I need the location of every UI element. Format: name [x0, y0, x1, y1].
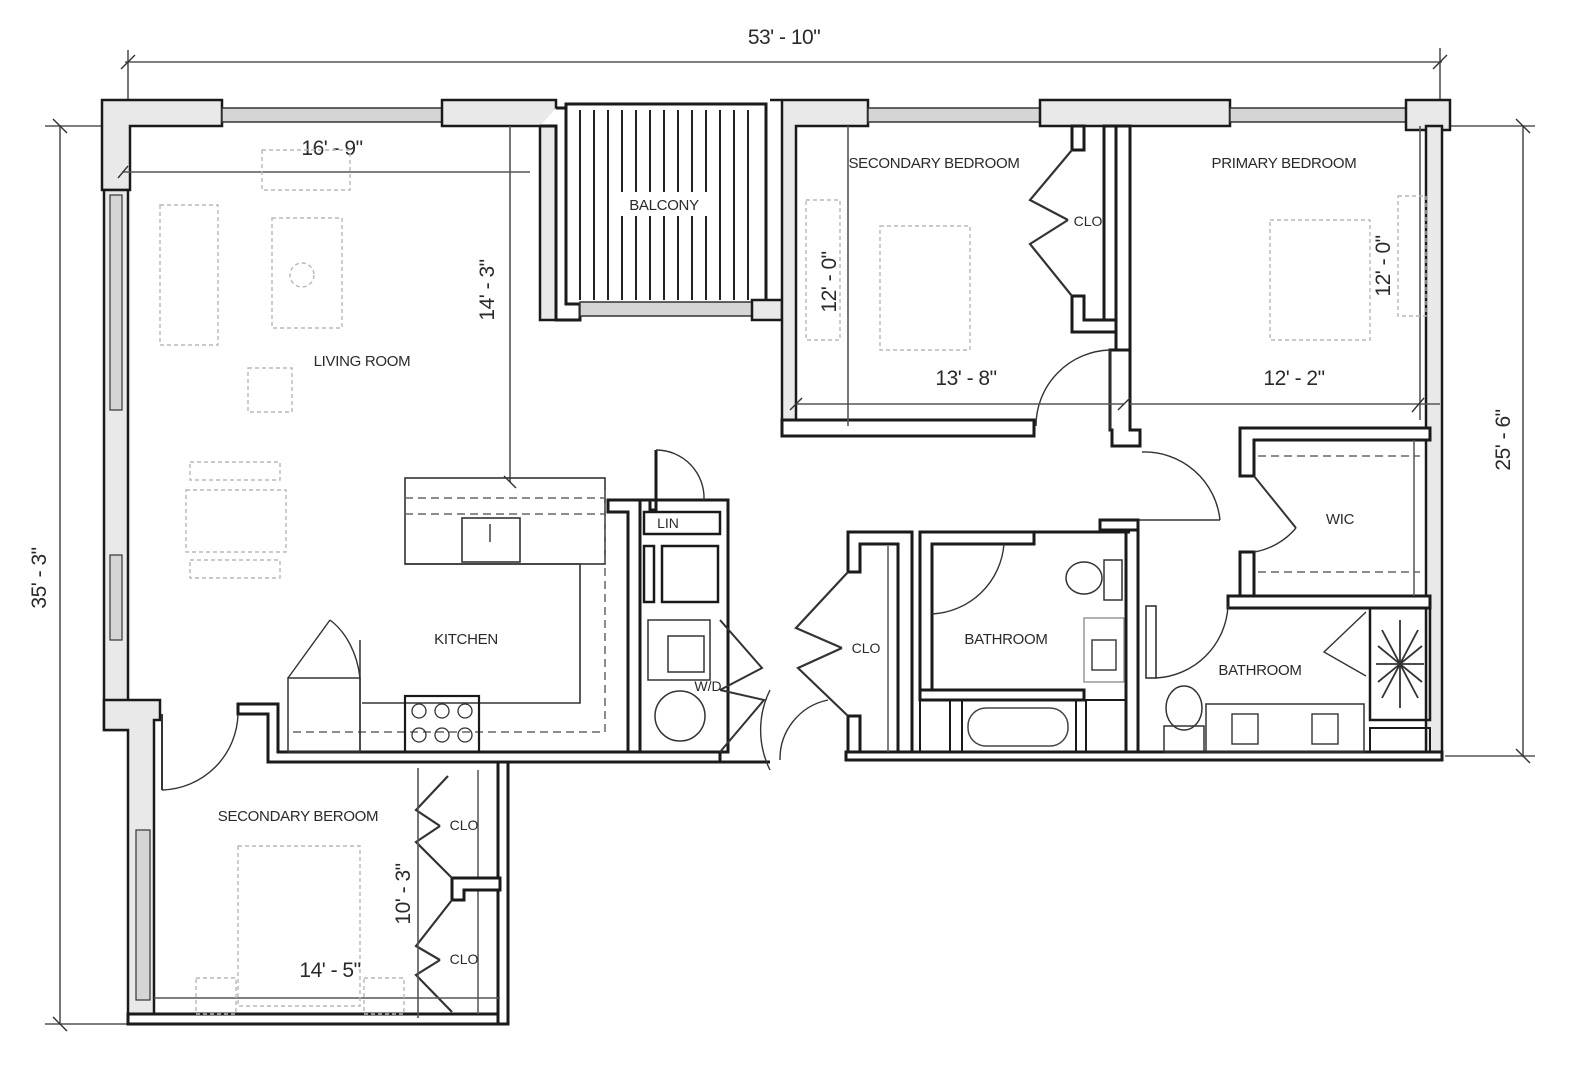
- bathroom-1: [918, 518, 1140, 754]
- overall-depth-left-label: 35' - 3": [28, 547, 51, 608]
- secondary-bedroom-1-walls: [780, 124, 1142, 448]
- walk-in-closet: [1130, 426, 1432, 610]
- primary-bedroom-width: 12' - 2": [1263, 367, 1324, 390]
- room-label-secondary-bedroom-1: SECONDARY BEDROOM: [848, 155, 1019, 172]
- secondary-bedroom-1-width: 13' - 8": [935, 367, 996, 390]
- room-label-secondary-bedroom-2: SECONDARY BEROOM: [218, 808, 379, 825]
- living-room-width: 16' - 9": [301, 137, 362, 160]
- room-label-balcony: BALCONY: [629, 197, 699, 214]
- hall-closet: [779, 530, 914, 761]
- living-room-depth: 14' - 3": [476, 259, 499, 320]
- secondary-bedroom-2-depth: 10' - 3": [392, 863, 415, 924]
- room-label-hall-closet: CLO: [852, 640, 881, 656]
- overall-width-label: 53' - 10": [748, 26, 820, 49]
- primary-bedroom-depth: 12' - 0": [1372, 235, 1395, 296]
- room-label-kitchen: KITCHEN: [434, 631, 498, 648]
- kitchen-fixtures: [287, 477, 606, 754]
- room-label-living-room: LIVING ROOM: [314, 353, 411, 370]
- living-room-dimension-lines: [117, 126, 530, 489]
- room-label-primary-bedroom: PRIMARY BEDROOM: [1212, 155, 1357, 172]
- secondary-bedroom-2: [154, 768, 502, 1018]
- secondary-bedroom-1-depth: 12' - 0": [818, 251, 841, 312]
- overall-depth-right-label: 25' - 6": [1492, 409, 1515, 470]
- overall-dimension-lines: [45, 48, 1535, 1032]
- room-label-linen: LIN: [657, 515, 679, 531]
- room-label-wic: WIC: [1326, 511, 1355, 528]
- entry-door-swing: [161, 713, 239, 791]
- room-label-bathroom-2: BATHROOM: [1218, 662, 1301, 679]
- closet-label-bedroom-2-a: CLO: [450, 817, 479, 833]
- primary-bedroom-dims: [1130, 126, 1440, 420]
- secondary-bedroom-2-width: 14' - 5": [299, 959, 360, 982]
- room-label-laundry: W/D: [694, 678, 721, 694]
- linen-laundry-core: [606, 449, 771, 771]
- bathroom-2: [1145, 605, 1432, 753]
- room-label-bathroom-1: BATHROOM: [964, 631, 1047, 648]
- secondary-bedroom-1-dims: [789, 126, 1131, 426]
- closet-label-bedroom-1: CLO: [1074, 213, 1103, 229]
- balcony-slats: [579, 110, 749, 300]
- living-room-furniture: [159, 149, 351, 579]
- closet-label-bedroom-2-b: CLO: [450, 951, 479, 967]
